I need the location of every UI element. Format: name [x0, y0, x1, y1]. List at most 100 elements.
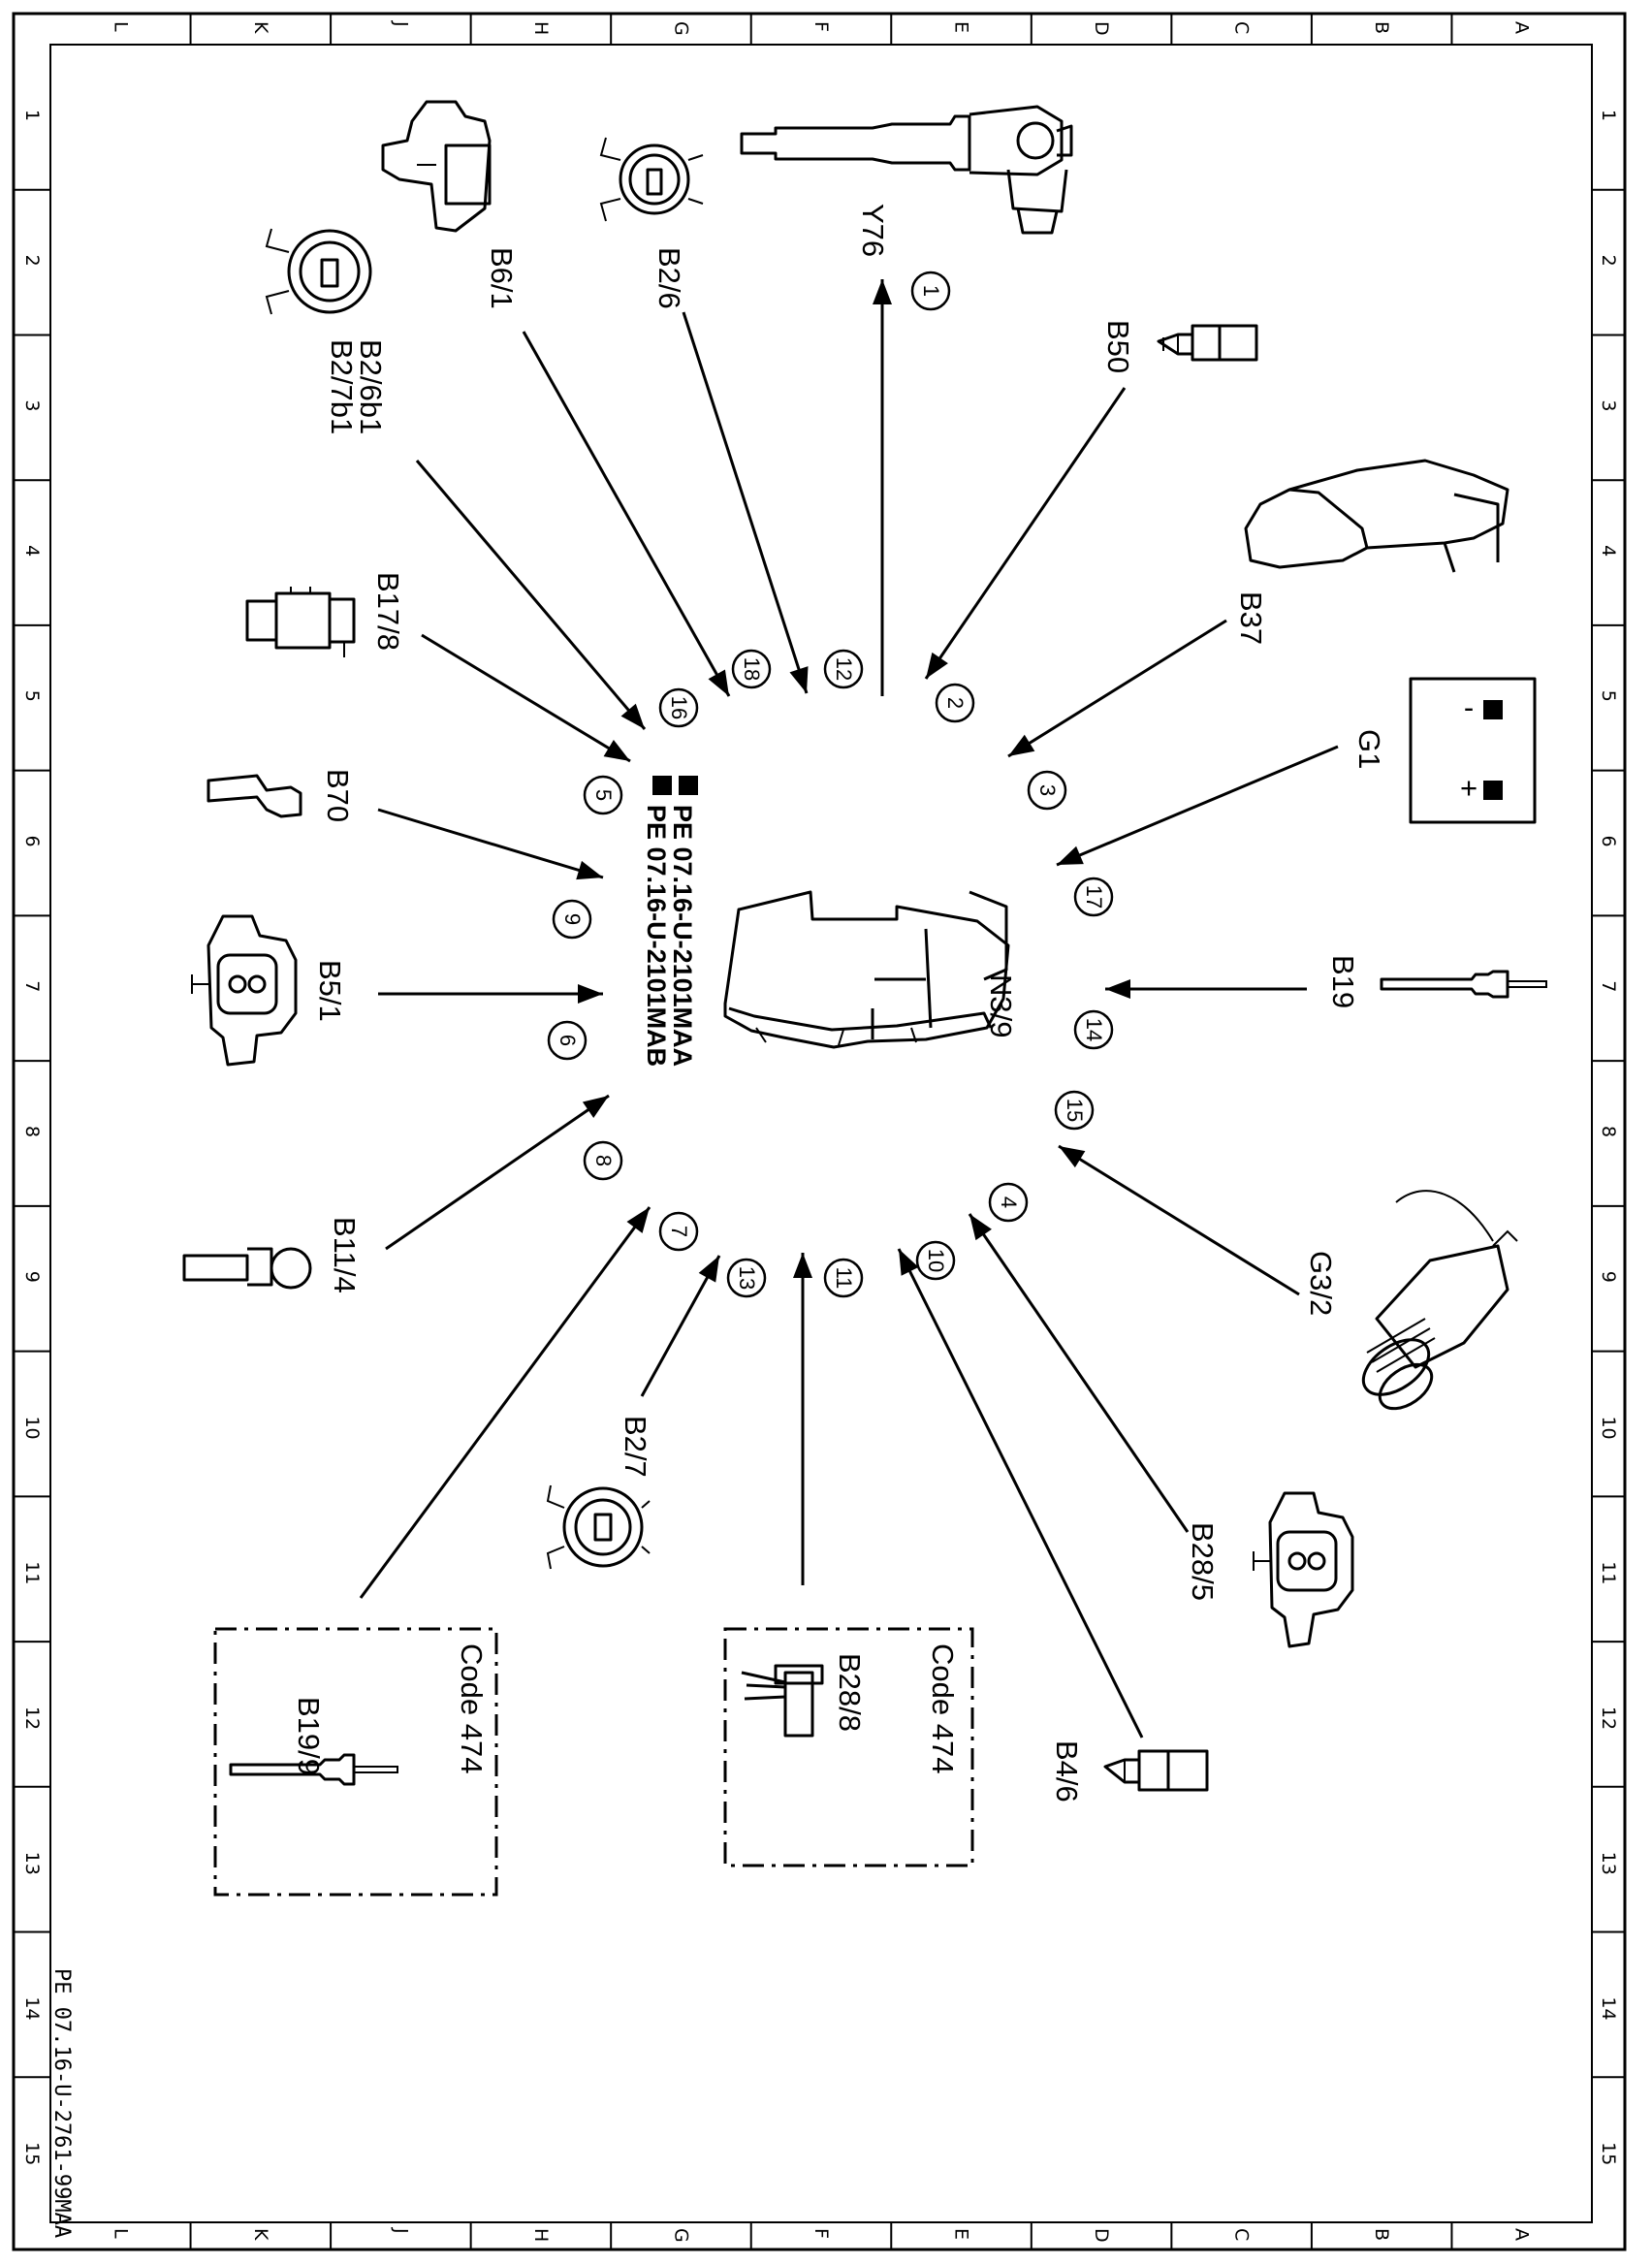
control-unit-n3-9 — [723, 890, 1010, 1049]
component-label-b37: B37 — [1234, 591, 1268, 645]
control-unit-label: N3/9 — [984, 974, 1018, 1037]
number-label-5: 5 — [591, 789, 616, 801]
grid-row-3-left: 3 — [21, 399, 43, 411]
arrowhead-b2-6 — [789, 666, 809, 693]
ref-hand-icon-1 — [679, 776, 698, 795]
grid-row-5-right: 5 — [1598, 690, 1619, 702]
number-label-9: 9 — [560, 913, 585, 925]
number-label-16: 16 — [667, 696, 691, 719]
arrowhead-b2-7 — [698, 1256, 719, 1283]
b19-9-sensor-icon — [229, 1753, 398, 1786]
code-box-label-2: Code 474 — [926, 1643, 960, 1773]
grid-row-8-left: 8 — [21, 1126, 43, 1137]
code-474-box-b19-9 — [213, 1627, 498, 1897]
grid-row-10-left: 10 — [21, 1416, 43, 1439]
ref-hand-icon-2 — [652, 776, 672, 795]
component-label-b11-4: B11/4 — [328, 1217, 362, 1293]
component-label-g3-2: G3/2 — [1304, 1251, 1338, 1316]
grid-col-L-bottom: L — [110, 2228, 131, 2239]
outer-frame — [12, 12, 1627, 2251]
grid-col-D-bottom: D — [1091, 2228, 1112, 2243]
number-circle-17 — [1073, 877, 1114, 917]
component-label-b4-6: B4/6 — [1050, 1740, 1084, 1802]
number-circle-14 — [1073, 1009, 1114, 1050]
grid-row-11-right: 11 — [1598, 1561, 1619, 1584]
number-label-7: 7 — [667, 1226, 691, 1237]
b19-sensor-icon — [1380, 970, 1547, 999]
number-circle-4 — [988, 1182, 1029, 1223]
code-box-component-1: B19/9 — [292, 1697, 326, 1775]
center-ref-1: PE 07.16-U-2101MAA — [668, 805, 697, 1067]
grid-row-1-left: 1 — [21, 110, 43, 121]
arrowhead-b11-4 — [582, 1096, 609, 1118]
grid-col-J-top: J — [390, 20, 411, 27]
arrowhead-b70 — [576, 860, 603, 880]
b50-sensor-icon — [1157, 324, 1258, 362]
g1-battery-icon: - + — [1409, 677, 1537, 824]
b2-7-sensor-icon — [546, 1484, 651, 1570]
b4-6-sensor-icon — [1103, 1749, 1209, 1792]
arrowhead-g3-2 — [1059, 1146, 1086, 1168]
number-circle-10 — [915, 1240, 956, 1281]
component-label-y76: Y76 — [856, 204, 890, 257]
arrow-b6-1 — [522, 331, 731, 697]
grid-col-J-bottom: J — [390, 2227, 411, 2234]
inner-frame — [49, 44, 1593, 2223]
number-label-11: 11 — [832, 1267, 856, 1290]
number-label-13: 13 — [735, 1266, 759, 1290]
grid-col-L-top: L — [110, 21, 131, 32]
component-label-b2-6b1-2: B2/7b1 — [325, 339, 359, 434]
number-circle-5 — [583, 775, 623, 815]
arrowhead-b50 — [926, 652, 948, 679]
number-label-15: 15 — [1063, 1099, 1087, 1122]
grid-row-12-right: 12 — [1598, 1707, 1619, 1730]
grid-row-1-right: 1 — [1598, 110, 1619, 121]
number-label-4: 4 — [997, 1196, 1021, 1208]
arrowhead-b19-9 — [626, 1207, 650, 1233]
grid-row-15-right: 15 — [1598, 2142, 1619, 2165]
grid-col-E-bottom: E — [951, 2228, 972, 2240]
component-label-g1: G1 — [1352, 729, 1386, 769]
arrow-b4-6 — [897, 1248, 1144, 1739]
component-label-b6-1: B6/1 — [485, 247, 519, 309]
number-circle-9 — [552, 899, 592, 940]
grid-col-D-top: D — [1091, 21, 1112, 36]
grid-col-C-top: C — [1231, 21, 1253, 34]
arrowhead-g1 — [1057, 845, 1084, 865]
number-label-1: 1 — [919, 285, 943, 297]
component-label-b28-5: B28/5 — [1186, 1522, 1220, 1601]
grid-col-F-top: F — [810, 21, 832, 32]
grid-row-9-right: 9 — [1598, 1271, 1619, 1283]
number-label-10: 10 — [924, 1249, 948, 1272]
number-circle-2 — [935, 683, 975, 723]
grid-row-10-right: 10 — [1598, 1416, 1619, 1439]
grid-col-F-bottom: F — [810, 2228, 832, 2239]
b28-5-sensor-icon — [1253, 1491, 1354, 1648]
grid-col-A-top: A — [1511, 21, 1533, 34]
grid-row-13-left: 13 — [21, 1852, 43, 1875]
b70-sensor-icon — [206, 774, 302, 818]
number-circle-15 — [1054, 1090, 1095, 1131]
b2-6b1-sensor-icon — [265, 228, 372, 315]
number-circle-3 — [1027, 770, 1067, 811]
number-label-12: 12 — [832, 657, 856, 681]
grid-col-B-bottom: B — [1371, 2228, 1392, 2241]
b28-8-sensor-icon — [741, 1664, 824, 1738]
number-circle-18 — [731, 649, 772, 689]
component-label-b17-8: B17/8 — [371, 572, 405, 651]
arrowhead-b19 — [1105, 979, 1130, 999]
b2-6-sensor-icon — [599, 137, 704, 222]
arrowhead-b37 — [1008, 734, 1035, 756]
arrowhead-b2-6b1 — [620, 703, 645, 729]
grid-row-7-left: 7 — [21, 980, 43, 992]
arrowhead-b17-8 — [603, 739, 630, 761]
number-circle-16 — [658, 687, 699, 728]
grid-row-6-left: 6 — [21, 836, 43, 847]
arrowhead-b6-1 — [708, 669, 729, 696]
number-label-2: 2 — [943, 697, 968, 709]
arrow-b2-6 — [682, 311, 809, 694]
component-label-b70: B70 — [321, 769, 355, 822]
center-ref-2: PE 07.16-U-2101MAB — [642, 805, 671, 1067]
grid-row-15-left: 15 — [21, 2142, 43, 2165]
